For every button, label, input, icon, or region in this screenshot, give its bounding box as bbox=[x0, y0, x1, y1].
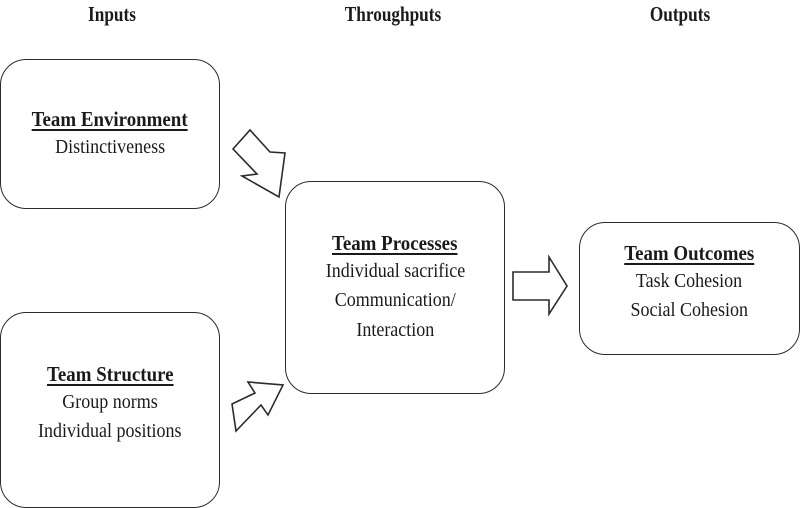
team-environment-line-1: Distinctiveness bbox=[55, 136, 165, 159]
outputs-header: Outputs bbox=[649, 2, 711, 26]
team-structure-box: Team Structure Group norms Individual po… bbox=[0, 312, 220, 508]
inputs-header: Inputs bbox=[88, 2, 136, 26]
team-structure-line-1: Group norms bbox=[62, 391, 158, 414]
team-processes-title: Team Processes bbox=[332, 231, 458, 255]
team-structure-title: Team Structure bbox=[46, 362, 174, 386]
team-processes-line-1: Individual sacrifice bbox=[325, 260, 465, 283]
team-outcomes-box: Team Outcomes Task Cohesion Social Cohes… bbox=[579, 222, 800, 355]
team-outcomes-line-1: Task Cohesion bbox=[636, 270, 743, 293]
team-processes-line-3: Interaction bbox=[356, 318, 434, 341]
throughputs-header: Throughputs bbox=[344, 2, 442, 26]
team-outcomes-title: Team Outcomes bbox=[624, 241, 755, 265]
team-processes-box: Team Processes Individual sacrifice Comm… bbox=[285, 181, 505, 394]
structure-to-processes-arrow-shape bbox=[231, 381, 285, 433]
team-outcomes-line-2: Social Cohesion bbox=[630, 299, 749, 322]
team-structure-line-2: Individual positions bbox=[38, 420, 182, 443]
team-environment-title: Team Environment bbox=[32, 107, 188, 131]
team-processes-line-2: Communication/ bbox=[334, 289, 456, 312]
environment-to-processes-arrow-shape bbox=[231, 128, 286, 199]
team-environment-box: Team Environment Distinctiveness bbox=[0, 59, 220, 209]
processes-to-outcomes-arrow-shape bbox=[512, 254, 568, 317]
